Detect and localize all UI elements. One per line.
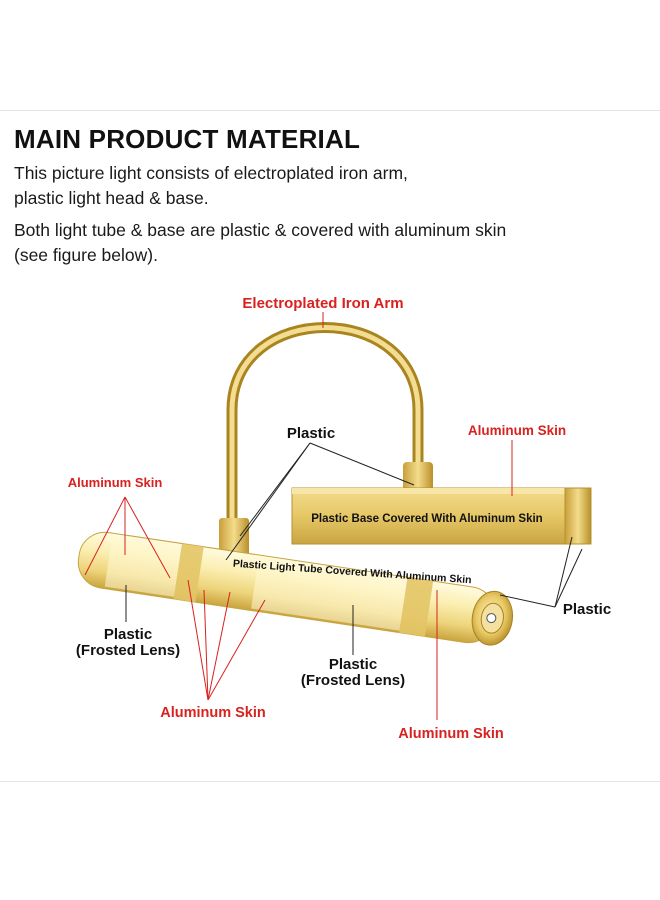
aluminum-skin-label-bottom-right: Aluminum Skin bbox=[398, 726, 504, 742]
lens-label-mid-1: Plastic bbox=[329, 656, 377, 673]
aluminum-skin-label-right: Aluminum Skin bbox=[468, 423, 566, 438]
plastic-label-right: Plastic bbox=[563, 601, 611, 618]
lens-label-left-1: Plastic bbox=[104, 626, 152, 643]
plastic-label-top: Plastic bbox=[287, 425, 335, 442]
plastic-base: Plastic Base Covered With Aluminum Skin bbox=[292, 462, 591, 544]
lens-label-left-2: (Frosted Lens) bbox=[76, 642, 180, 659]
lens-label-mid-2: (Frosted Lens) bbox=[301, 672, 405, 689]
iron-arm-label: Electroplated Iron Arm bbox=[242, 295, 403, 312]
aluminum-skin-label-bottom-left: Aluminum Skin bbox=[160, 705, 266, 721]
aluminum-skin-label-left: Aluminum Skin bbox=[68, 475, 163, 490]
base-label: Plastic Base Covered With Aluminum Skin bbox=[311, 513, 542, 525]
